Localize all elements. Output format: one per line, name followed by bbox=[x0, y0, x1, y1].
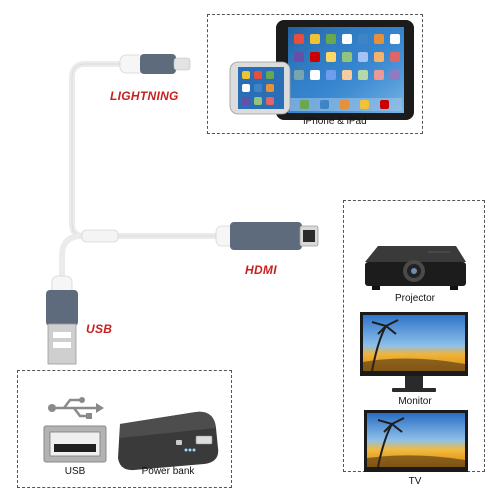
usb-label: USB bbox=[86, 322, 113, 336]
lightning-label: LIGHTNING bbox=[110, 89, 179, 103]
lightning-plug bbox=[119, 54, 191, 74]
usb-plug bbox=[46, 275, 78, 365]
usb-cable-branch bbox=[59, 233, 115, 283]
projector-caption: Projector bbox=[394, 293, 435, 304]
tv-palm-silhouette bbox=[367, 417, 465, 468]
iphone bbox=[229, 61, 291, 115]
tv-caption: TV bbox=[408, 476, 422, 487]
monitor-palm-silhouette bbox=[363, 319, 465, 372]
power-bank-caption: Power bank bbox=[141, 466, 195, 477]
cable-splitter bbox=[81, 229, 119, 243]
power-sources-box bbox=[17, 370, 232, 488]
usb-port bbox=[43, 425, 107, 463]
ipad-app-icons bbox=[290, 34, 402, 111]
apple-devices-box bbox=[207, 14, 423, 134]
hdmi-label: HDMI bbox=[245, 263, 277, 277]
apple-devices-caption: iPhone & iPad bbox=[303, 116, 367, 127]
monitor-caption: Monitor bbox=[398, 396, 432, 407]
power-bank bbox=[118, 411, 219, 471]
projector bbox=[365, 246, 466, 290]
usb-port-caption: USB bbox=[64, 466, 86, 477]
hdmi-plug bbox=[215, 222, 319, 250]
usb-symbol-icon bbox=[48, 397, 104, 419]
